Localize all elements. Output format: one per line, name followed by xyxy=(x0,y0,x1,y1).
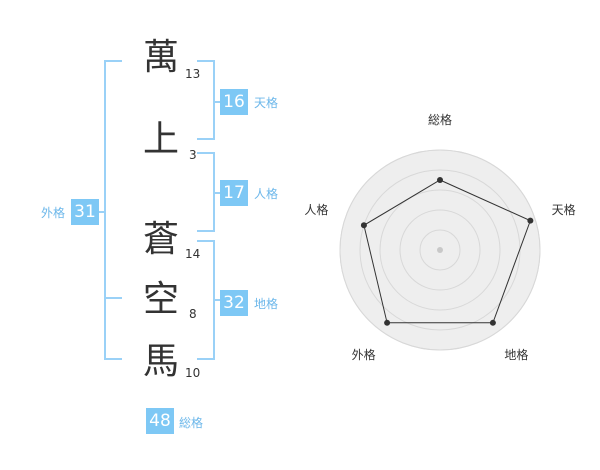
radar-axis-label-2: 天格 xyxy=(552,202,576,217)
gaikaku-bracket xyxy=(104,60,122,360)
stroke-count-1: 13 xyxy=(185,67,201,81)
gaikaku-label: 外格 xyxy=(41,206,66,220)
name-char-3: 蒼 xyxy=(142,219,179,260)
jinkaku-value: 17 xyxy=(220,180,248,206)
radar-ring-5 xyxy=(339,149,541,351)
name-char-2: 上 xyxy=(142,119,179,160)
tenkaku-value: 16 xyxy=(220,89,248,115)
gaikaku-bracket-mid xyxy=(104,297,122,299)
radar-axis-label-5: 人格 xyxy=(304,202,328,217)
radar-point-1 xyxy=(437,177,443,183)
stroke-count-5: 10 xyxy=(185,366,201,380)
radar-axis-label-3: 地格 xyxy=(504,347,528,362)
radar-axis-label-4: 外格 xyxy=(352,347,376,362)
gaikaku-value: 31 xyxy=(71,199,99,225)
radar-point-4 xyxy=(384,319,391,326)
soukaku-value: 48 xyxy=(146,408,174,434)
chikaku-value: 32 xyxy=(220,290,248,316)
radar-series-polygon xyxy=(363,179,531,324)
radar-ring-1 xyxy=(419,229,461,271)
tenkaku-label: 天格 xyxy=(254,96,279,110)
gaikaku-bracket-stem xyxy=(98,211,105,213)
chikaku-bracket-stem xyxy=(214,299,220,301)
radar-point-3 xyxy=(489,319,496,326)
radar-point-2 xyxy=(527,217,534,224)
radar-axis-label-1: 総格 xyxy=(428,112,452,127)
radar-point-5 xyxy=(360,222,367,229)
jinkaku-bracket-stem xyxy=(214,192,220,194)
tenkaku-bracket xyxy=(197,60,215,140)
jinkaku-label: 人格 xyxy=(254,187,279,201)
name-char-5: 馬 xyxy=(142,341,179,382)
stroke-count-3: 14 xyxy=(185,247,201,261)
chikaku-label: 地格 xyxy=(254,297,279,311)
stroke-count-4: 8 xyxy=(189,307,197,321)
soukaku-label: 総格 xyxy=(179,416,204,430)
radar-center xyxy=(437,247,443,253)
radar-ring-2 xyxy=(399,209,481,291)
tenkaku-bracket-stem xyxy=(214,101,220,103)
stroke-count-2: 3 xyxy=(189,148,197,162)
name-char-1: 萬 xyxy=(142,37,179,78)
radar-ring-3 xyxy=(379,189,501,311)
name-char-4: 空 xyxy=(142,279,179,320)
